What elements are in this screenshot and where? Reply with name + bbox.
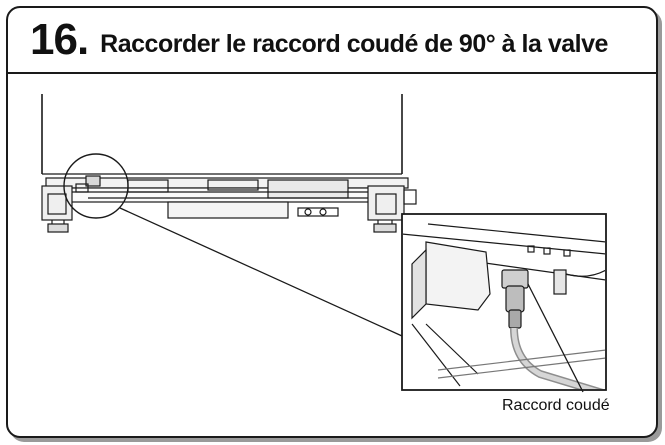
step-header: 16. Raccorder le raccord coudé de 90° à …	[8, 8, 656, 74]
callout-label: Raccord coudé	[502, 397, 610, 414]
detail-inset	[401, 213, 607, 393]
installation-illustration: Raccord coudé	[8, 74, 656, 436]
detail-circle	[63, 153, 129, 219]
appliance-base	[45, 177, 409, 219]
instruction-card: 16. Raccorder le raccord coudé de 90° à …	[6, 6, 658, 438]
left-foot	[41, 185, 73, 233]
appliance-diagram	[41, 94, 607, 393]
leader-line	[119, 207, 403, 337]
label-pointer	[527, 283, 584, 393]
step-title: Raccorder le raccord coudé de 90° à la v…	[100, 29, 608, 58]
step-number: 16.	[30, 15, 89, 64]
right-foot	[367, 185, 417, 233]
